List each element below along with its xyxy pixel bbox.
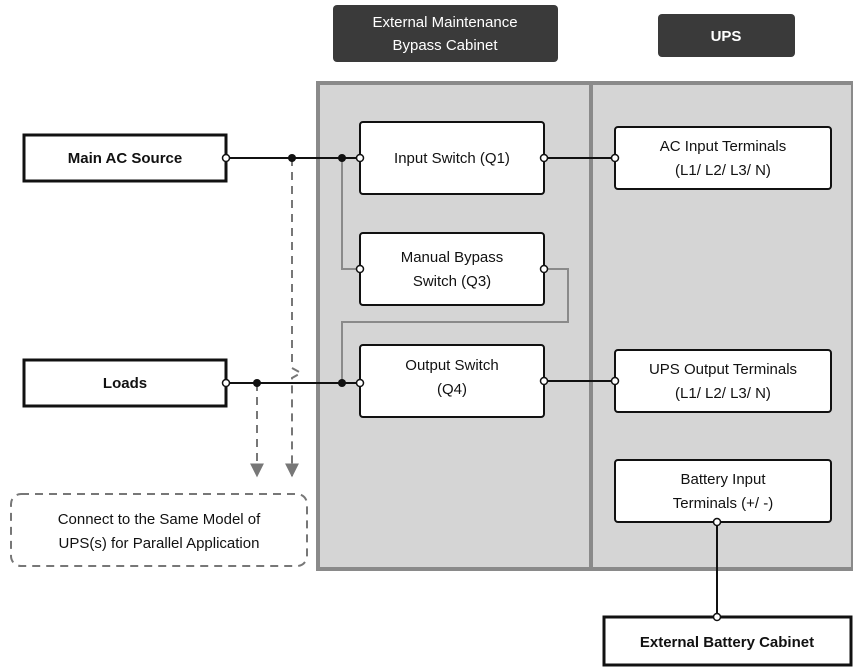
ups-output-line2: (L1/ L2/ L3/ N) (675, 385, 771, 402)
external-battery-cabinet-label: External Battery Cabinet (640, 634, 814, 651)
parallel-dashed-lines (250, 158, 304, 478)
manual-bypass-switch-line1: Manual Bypass (401, 249, 504, 266)
input-switch-box: Input Switch (Q1) (359, 121, 545, 195)
ups-output-line1: UPS Output Terminals (649, 361, 797, 378)
bypass-wires (341, 158, 569, 383)
cabinet-header: External Maintenance Bypass Cabinet (333, 5, 558, 62)
output-switch-box: Output Switch (Q4) (359, 344, 545, 418)
cabinet-header-line1: External Maintenance (372, 14, 517, 31)
ups-header-label: UPS (711, 28, 742, 45)
ac-input-terminals-box: AC Input Terminals (L1/ L2/ L3/ N) (614, 126, 832, 190)
battery-input-line1: Battery Input (680, 471, 766, 488)
external-battery-cabinet-box: External Battery Cabinet (602, 615, 853, 667)
loads-label: Loads (103, 375, 147, 392)
terminal-circles (221, 153, 722, 622)
loads-box: Loads (22, 358, 228, 408)
battery-input-line2: Terminals (+/ -) (673, 495, 773, 512)
main-ac-source-box: Main AC Source (22, 133, 228, 183)
ups-header: UPS (658, 14, 795, 57)
wires (226, 157, 718, 617)
cabinet-header-line2: Bypass Cabinet (392, 37, 498, 54)
ac-input-line2: (L1/ L2/ L3/ N) (675, 162, 771, 179)
parallel-note-line1: Connect to the Same Model of (58, 511, 261, 528)
manual-bypass-switch-line2: Switch (Q3) (413, 273, 491, 290)
main-ac-source-label: Main AC Source (68, 150, 182, 167)
output-switch-line2: (Q4) (437, 381, 467, 398)
ac-input-line1: AC Input Terminals (660, 138, 786, 155)
junction-dots (253, 154, 346, 387)
manual-bypass-switch-box: Manual Bypass Switch (Q3) (359, 232, 545, 306)
ups-output-terminals-box: UPS Output Terminals (L1/ L2/ L3/ N) (614, 349, 832, 413)
parallel-note-line2: UPS(s) for Parallel Application (59, 535, 260, 552)
battery-input-terminals-box: Battery Input Terminals (+/ -) (614, 459, 832, 523)
input-switch-label: Input Switch (Q1) (394, 150, 510, 167)
parallel-note-box: Connect to the Same Model of UPS(s) for … (10, 493, 308, 567)
output-switch-line1: Output Switch (405, 357, 498, 374)
